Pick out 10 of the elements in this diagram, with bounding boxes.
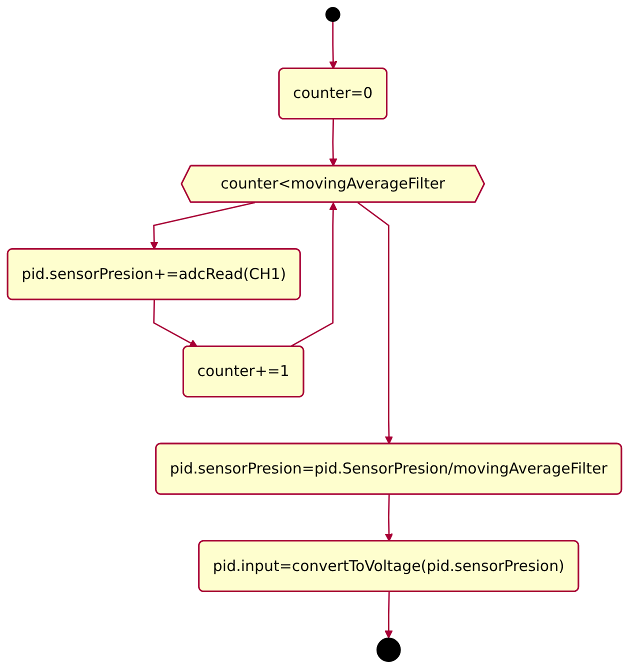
node-circle <box>325 7 340 22</box>
node-circle <box>376 638 401 662</box>
arrow <box>384 494 394 542</box>
arrow <box>290 202 338 348</box>
arrow <box>150 202 256 250</box>
arrow <box>329 22 338 70</box>
arrow <box>384 592 393 638</box>
arrow <box>357 202 394 444</box>
arrow <box>329 119 338 166</box>
arrow <box>153 300 198 348</box>
